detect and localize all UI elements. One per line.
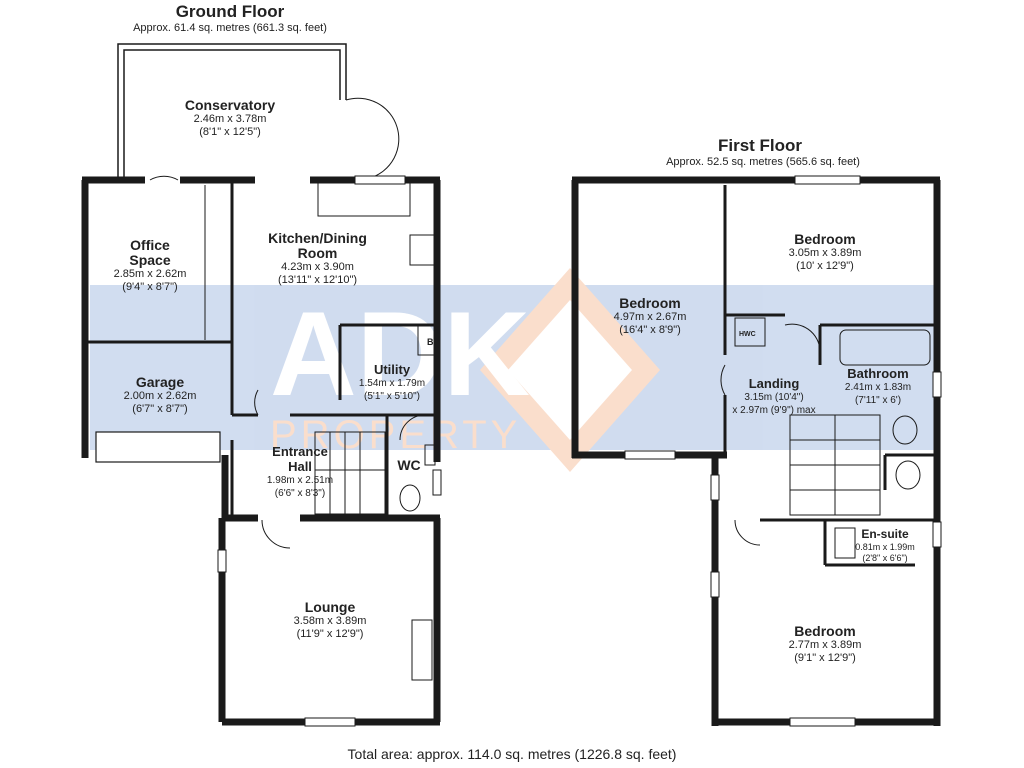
room-metric: 2.46m x 3.78m xyxy=(193,113,267,125)
room-imperial: (5'1" x 5'10") xyxy=(364,391,420,402)
room-name: Utility xyxy=(373,362,411,377)
room-metric: 3.15m (10'4") xyxy=(744,392,804,403)
boiler-label: B xyxy=(427,337,434,347)
room-imperial: (6'7" x 8'7") xyxy=(132,403,188,415)
room-metric: 0.81m x 1.99m xyxy=(855,542,915,552)
room-name: Bathroom xyxy=(847,366,909,381)
room-name: Office Space xyxy=(129,237,171,268)
room-imperial: (13'11" x 12'10") xyxy=(277,274,358,286)
room-metric: 1.54m x 1.79m xyxy=(358,378,426,389)
room-name: Bedroom xyxy=(619,295,681,311)
room-bedroom-bottom: Bedroom 2.77m x 3.89m (9'1" x 12'9") xyxy=(755,624,895,665)
room-name: Conservatory xyxy=(184,97,276,113)
room-name: WC xyxy=(397,457,421,473)
room-conservatory: Conservatory 2.46m x 3.78m (8'1" x 12'5"… xyxy=(150,98,310,139)
room-name: Landing xyxy=(748,376,800,391)
svg-text:PROPERTY: PROPERTY xyxy=(270,413,521,457)
room-landing: Landing 3.15m (10'4") x 2.97m (9'9") max xyxy=(718,376,830,417)
svg-text:ADK: ADK xyxy=(270,287,530,421)
ground-floor-area: Approx. 61.4 sq. metres (661.3 sq. feet) xyxy=(133,22,327,34)
room-imperial: x 2.97m (9'9") max xyxy=(732,405,816,416)
room-metric: 4.23m x 3.90m xyxy=(281,261,354,273)
room-metric: 1.98m x 2.51m xyxy=(266,475,334,486)
room-imperial: (6'6" x 8'3") xyxy=(274,488,326,499)
first-floor-area: Approx. 52.5 sq. metres (565.6 sq. feet) xyxy=(666,156,860,168)
room-bedroom-left: Bedroom 4.97m x 2.67m (16'4" x 8'9") xyxy=(590,296,710,337)
total-area: Total area: approx. 114.0 sq. metres (12… xyxy=(347,746,677,762)
room-imperial: (11'9" x 12'9") xyxy=(296,628,364,640)
room-entrance-hall: Entrance Hall 1.98m x 2.51m (6'6" x 8'3"… xyxy=(245,444,355,500)
room-kitchen-dining: Kitchen/Dining Room 4.23m x 3.90m (13'11… xyxy=(240,231,395,287)
hwc-label: HWC xyxy=(739,331,756,338)
room-name: Garage xyxy=(135,374,185,390)
room-lounge: Lounge 3.58m x 3.89m (11'9" x 12'9") xyxy=(250,600,410,641)
room-imperial: (16'4" x 8'9") xyxy=(619,324,681,336)
room-name: Entrance Hall xyxy=(272,444,328,474)
room-name: Bedroom xyxy=(794,623,856,639)
watermark-logo: ADK PROPERTY xyxy=(90,268,940,472)
room-imperial: (7'11" x 6') xyxy=(854,395,902,406)
room-metric: 2.00m x 2.62m xyxy=(123,390,197,402)
room-imperial: (10' x 12'9") xyxy=(796,260,854,272)
room-office-space: Office Space 2.85m x 2.62m (9'4" x 8'7") xyxy=(95,238,205,294)
room-metric: 3.05m x 3.89m xyxy=(788,247,862,259)
room-metric: 2.77m x 3.89m xyxy=(788,639,862,651)
room-name: Kitchen/Dining Room xyxy=(268,230,367,261)
room-metric: 2.41m x 1.83m xyxy=(844,382,912,393)
room-metric: 2.85m x 2.62m xyxy=(113,268,187,280)
first-floor-title: First Floor xyxy=(717,136,803,155)
room-utility: Utility 1.54m x 1.79m (5'1" x 5'10") xyxy=(344,362,440,403)
room-metric: 3.58m x 3.89m xyxy=(293,615,367,627)
room-name: Bedroom xyxy=(794,231,856,247)
room-name: Lounge xyxy=(304,599,356,615)
room-en-suite: En-suite 0.81m x 1.99m (2'8" x 6'6") xyxy=(842,527,928,564)
room-bathroom: Bathroom 2.41m x 1.83m (7'11" x 6') xyxy=(830,366,926,407)
ground-floor-title: Ground Floor xyxy=(175,2,285,21)
room-name: En-suite xyxy=(861,527,909,541)
room-garage: Garage 2.00m x 2.62m (6'7" x 8'7") xyxy=(95,375,225,416)
room-imperial: (9'1" x 12'9") xyxy=(794,652,856,664)
room-imperial: (8'1" x 12'5") xyxy=(199,126,261,138)
room-imperial: (2'8" x 6'6") xyxy=(862,553,908,563)
room-imperial: (9'4" x 8'7") xyxy=(122,281,178,293)
room-wc: WC xyxy=(392,458,426,473)
room-bedroom-top: Bedroom 3.05m x 3.89m (10' x 12'9") xyxy=(755,232,895,273)
room-metric: 4.97m x 2.67m xyxy=(613,311,687,323)
